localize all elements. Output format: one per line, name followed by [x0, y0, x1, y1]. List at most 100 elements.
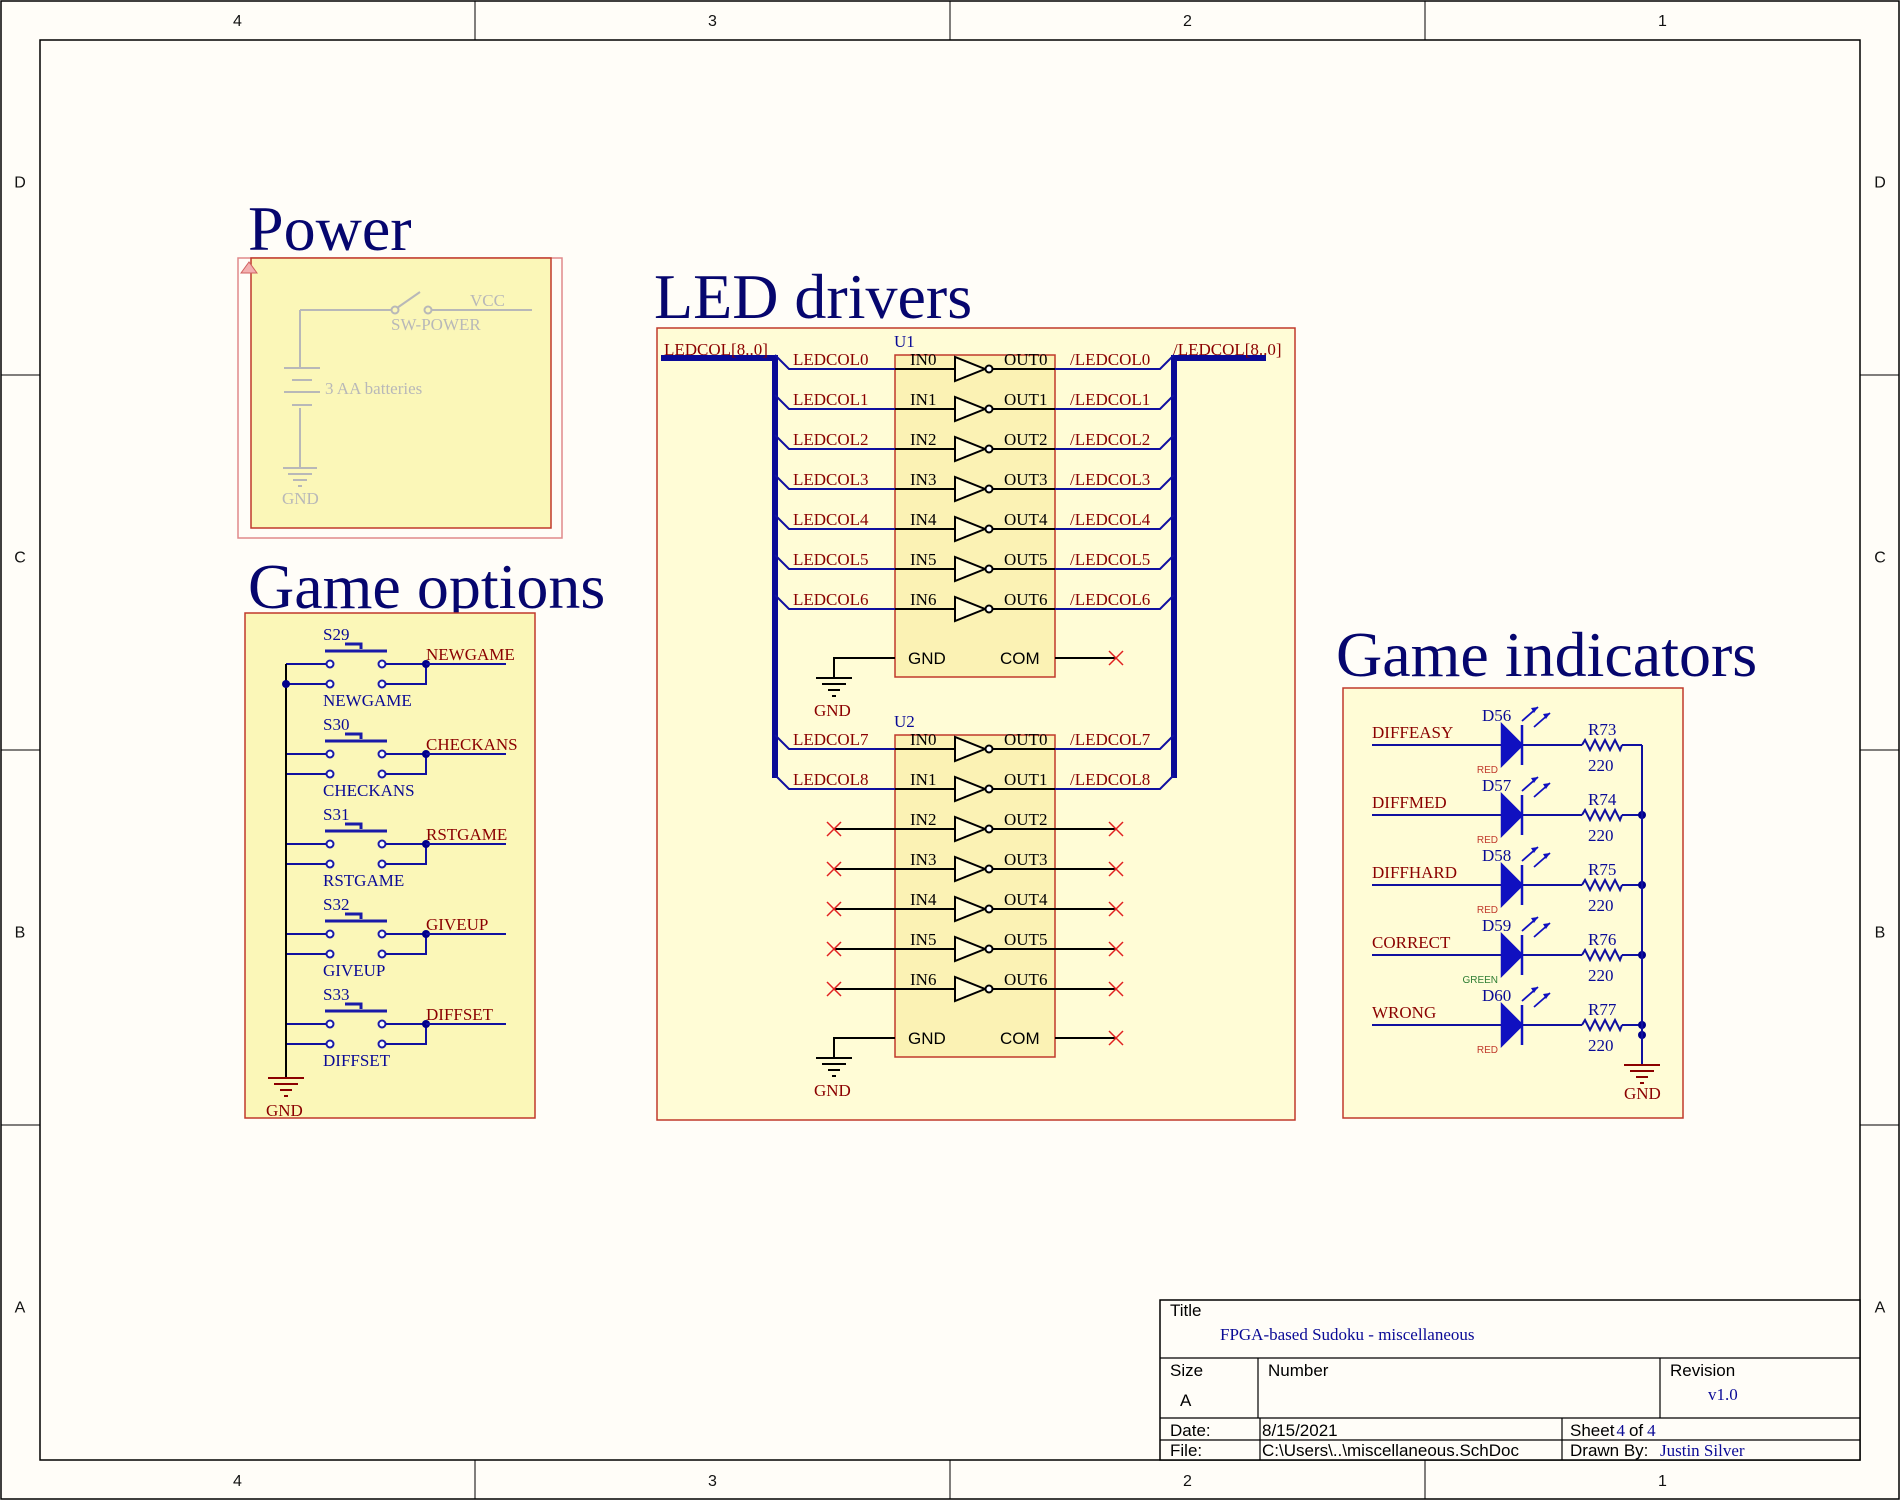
no-connect-icon: [1108, 650, 1124, 666]
warning-icon: [240, 261, 258, 274]
inverter-bubble: [984, 364, 994, 374]
switch-name: DIFFSET: [323, 1051, 391, 1070]
input-net-label: LEDCOL1: [793, 390, 869, 409]
number-label: Number: [1268, 1361, 1329, 1380]
resistor-value: 220: [1588, 1036, 1614, 1055]
switch-net-label: NEWGAME: [426, 645, 515, 664]
switch-name: NEWGAME: [323, 691, 412, 710]
output-net-wire: [1055, 474, 1175, 490]
file-value: C:\Users\..\miscellaneous.SchDoc: [1262, 1441, 1519, 1460]
chip-gnd-label: GND: [814, 1081, 851, 1100]
led-diode-icon: [1500, 931, 1524, 979]
battery-label: 3 AA batteries: [325, 379, 422, 398]
drawn-by-label: Drawn By:: [1570, 1441, 1648, 1460]
output-net-wire: [1055, 514, 1175, 530]
output-net-wire: [1055, 594, 1175, 610]
bus-in-label: LEDCOL[8..0]: [664, 340, 768, 359]
chip-output-pin: OUT4: [1004, 890, 1048, 909]
indicator-list: DIFFEASYD56REDR73220DIFFMEDD57REDR74220D…: [1372, 706, 1646, 1056]
chip-output-pin: OUT6: [1004, 590, 1047, 609]
no-connect-icon: [826, 941, 842, 957]
switch-plunger: [325, 1002, 387, 1013]
led-arrowhead-icon: [1531, 987, 1550, 999]
inverter-bubble: [984, 604, 994, 614]
switch-wires: [286, 663, 427, 685]
switch-contact: [325, 679, 335, 689]
revision-value: v1.0: [1708, 1385, 1738, 1404]
resistor-ref: R75: [1588, 860, 1616, 879]
chip-output-pin: OUT0: [1004, 730, 1047, 749]
led-bus: [661, 355, 1266, 778]
chip-com-pin: COM: [1000, 649, 1040, 668]
input-net-wire: [774, 434, 895, 450]
switch-contact: [325, 1019, 335, 1029]
zone-col-top: 4: [233, 13, 242, 30]
switch-plunger: [325, 912, 387, 923]
inverter-bubble: [984, 824, 994, 834]
power-block: [250, 257, 552, 529]
revision-label: Revision: [1670, 1361, 1735, 1380]
input-net-wire: [774, 514, 895, 530]
switch-plunger: [325, 732, 387, 743]
driver-channel: IN4 OUT4: [826, 890, 1124, 923]
output-net-wire: [1055, 554, 1175, 570]
chip-input-pin: IN0: [910, 730, 936, 749]
zone-row-right: D: [1874, 175, 1886, 192]
switch-plunger: [325, 642, 387, 653]
led-diode-ref: D57: [1482, 776, 1512, 795]
switch-contact: [377, 929, 387, 939]
no-connect-icon: [826, 981, 842, 997]
chip-input-pin: IN0: [910, 350, 936, 369]
bus-out-label: /LEDCOL[8..0]: [1173, 340, 1282, 359]
led-diode-ref: D59: [1482, 916, 1511, 935]
size-label: Size: [1170, 1361, 1203, 1380]
indicators-block: [1342, 687, 1684, 1119]
led-net-label: DIFFEASY: [1372, 723, 1453, 742]
output-net-wire: [1055, 434, 1175, 450]
options-block: [244, 612, 536, 1119]
input-net-wire: [774, 594, 895, 610]
output-net-label: /LEDCOL6: [1070, 590, 1150, 609]
led-net-label: CORRECT: [1372, 933, 1451, 952]
chip-output-pin: OUT3: [1004, 850, 1047, 869]
no-connect-icon: [1108, 941, 1124, 957]
zone-col-top: 2: [1183, 13, 1192, 30]
date-label: Date:: [1170, 1421, 1211, 1440]
chip-input-pin: IN4: [910, 890, 937, 909]
input-net-label: LEDCOL2: [793, 430, 869, 449]
inverter-bubble: [984, 404, 994, 414]
led-arrowhead-icon: [1531, 847, 1550, 859]
chip-output-pin: OUT5: [1004, 550, 1047, 569]
input-net-label: LEDCOL6: [793, 590, 869, 609]
switch-contact: [325, 769, 335, 779]
switch-list: S29NEWGAMENEWGAMES30CHECKANSCHECKANSS31R…: [286, 625, 518, 1070]
led-net-label: DIFFMED: [1372, 793, 1447, 812]
led-diode-icon: [1500, 721, 1524, 769]
inverter-bubble: [984, 904, 994, 914]
no-connect-icon: [1108, 901, 1124, 917]
chip-input-pin: IN5: [910, 550, 936, 569]
options-gnd-label: GND: [266, 1101, 303, 1120]
output-net-label: /LEDCOL5: [1070, 550, 1150, 569]
power-switch-label: SW-POWER: [391, 315, 481, 334]
output-net-label: /LEDCOL0: [1070, 350, 1150, 369]
switch-contact: [377, 769, 387, 779]
switch-contact: [377, 749, 387, 759]
resistor-icon: [1581, 807, 1623, 823]
switch-wires: [286, 933, 427, 955]
resistor-value: 220: [1588, 966, 1614, 985]
inverter-bubble: [984, 484, 994, 494]
chip-input-pin: IN1: [910, 390, 936, 409]
chip-output-pin: OUT3: [1004, 470, 1047, 489]
